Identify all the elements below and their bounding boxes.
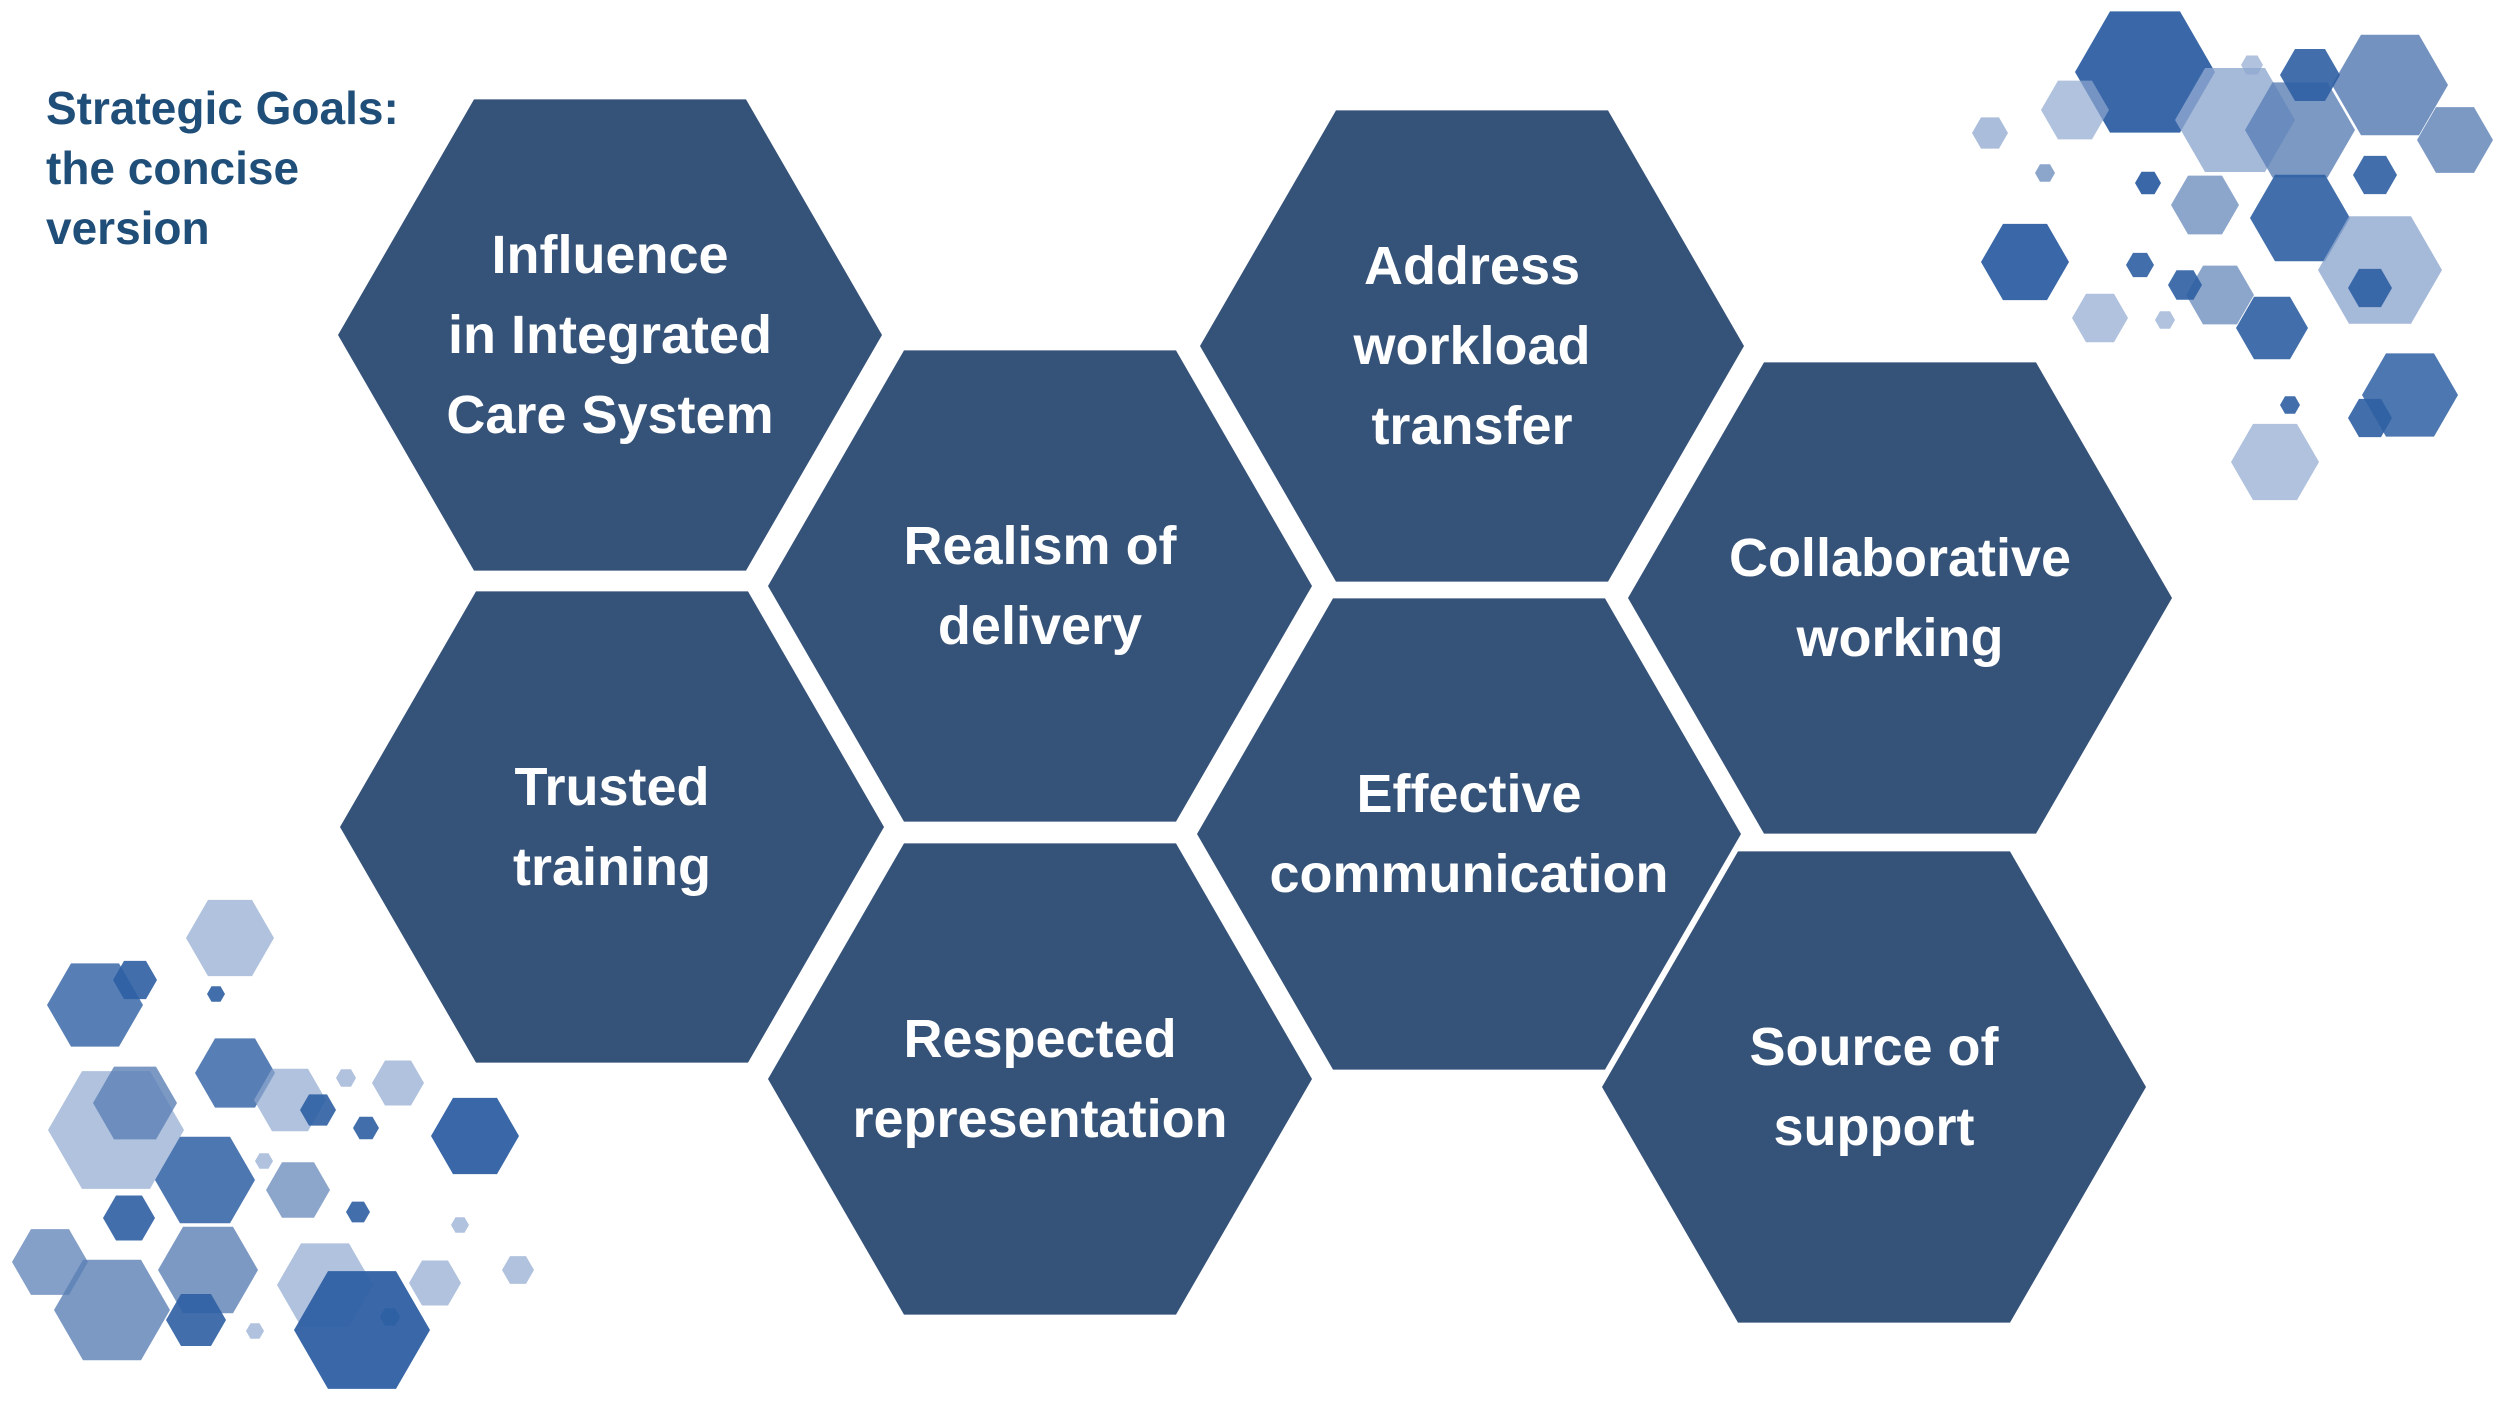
- decorative-hexagon: [54, 1259, 170, 1361]
- decorative-hexagon: [2155, 311, 2175, 329]
- decorative-hexagon: [255, 1153, 273, 1169]
- hexagon-shape: [1602, 851, 2146, 1323]
- decorative-hexagon: [2186, 265, 2254, 325]
- decorative-hexagon: [2231, 423, 2319, 501]
- goal-label-line: working: [1795, 608, 2003, 668]
- decorative-hexagon: [2236, 296, 2308, 360]
- decorative-hexagon: [2171, 175, 2239, 235]
- goal-hexagon-realism: Realism of delivery: [768, 350, 1312, 822]
- goal-hexagon-source: Source of support: [1602, 851, 2146, 1323]
- decorative-hexagon: [266, 1162, 330, 1218]
- decorative-hexagon: [353, 1116, 379, 1140]
- goal-hexagon-respected: Respected representation: [768, 843, 1312, 1315]
- goal-hexagon-workload: Address workload transfer: [1200, 110, 1744, 582]
- decorative-hexagon: [2035, 164, 2055, 182]
- hexagon-shape: [768, 843, 1312, 1315]
- title-line-2: the concise: [46, 142, 300, 194]
- decorative-hexagon-cluster-bottom-left: [12, 899, 534, 1389]
- decorative-hexagon: [186, 899, 274, 977]
- goal-label-line: delivery: [938, 596, 1142, 656]
- decorative-hexagon: [1972, 117, 2008, 149]
- decorative-hexagon: [294, 1271, 430, 1389]
- goal-label-line: Collaborative: [1729, 528, 2071, 588]
- decorative-hexagon: [2075, 11, 2215, 133]
- decorative-hexagon: [336, 1069, 356, 1087]
- goal-label-line: Realism of: [903, 516, 1177, 576]
- decorative-hexagon: [103, 1195, 155, 1241]
- goal-label-line: support: [1774, 1097, 1975, 1157]
- decorative-hexagon: [2348, 268, 2392, 308]
- decorative-hexagon: [372, 1060, 424, 1106]
- goal-label-line: communication: [1269, 844, 1668, 904]
- hexagon-shape: [1628, 362, 2172, 834]
- decorative-hexagon: [2348, 398, 2392, 438]
- hexagon-shape: [1200, 110, 1744, 582]
- goal-label-line: workload: [1352, 316, 1590, 376]
- goal-hexagon-collaborative: Collaborative working: [1628, 362, 2172, 834]
- decorative-hexagon: [2332, 34, 2448, 136]
- hexagon-shape: [768, 350, 1312, 822]
- decorative-hexagon: [2072, 293, 2128, 343]
- goal-label-line: Source of: [1749, 1017, 1999, 1077]
- goal-label-line: Care System: [446, 385, 773, 445]
- hexagon-shape: [338, 99, 882, 571]
- decorative-hexagon: [2280, 49, 2340, 101]
- decorative-hexagon: [113, 960, 157, 1000]
- decorative-hexagon: [12, 1229, 88, 1295]
- diagram-title: Strategic Goals: the concise version: [46, 78, 466, 258]
- decorative-hexagon: [2280, 396, 2300, 414]
- decorative-hexagon: [502, 1256, 534, 1284]
- goal-label-line: training: [513, 837, 711, 897]
- goal-label-line: Trusted: [514, 757, 709, 817]
- decorative-hexagon: [1981, 223, 2069, 301]
- decorative-hexagon: [2126, 252, 2154, 278]
- goal-hexagon-trusted: Trusted training: [340, 591, 884, 1063]
- decorative-hexagon: [2353, 155, 2397, 195]
- decorative-hexagon: [2250, 174, 2350, 262]
- decorative-hexagon: [380, 1308, 400, 1326]
- decorative-hexagon: [2041, 80, 2109, 140]
- goal-label-line: Address: [1364, 236, 1580, 296]
- goal-label-line: transfer: [1371, 396, 1572, 456]
- goal-label-line: representation: [852, 1089, 1227, 1149]
- decorative-hexagon: [155, 1136, 255, 1224]
- decorative-hexagon: [246, 1323, 264, 1339]
- decorative-hexagon: [195, 1038, 275, 1108]
- decorative-hexagon-cluster-top-right: [1972, 11, 2493, 501]
- hexagon-shape: [340, 591, 884, 1063]
- decorative-hexagon: [2135, 171, 2161, 195]
- decorative-hexagon: [451, 1217, 469, 1233]
- title-line-1: Strategic Goals:: [46, 82, 399, 134]
- goal-label-line: Influence: [491, 225, 728, 285]
- decorative-hexagon: [2168, 270, 2202, 300]
- decorative-hexagon: [2417, 107, 2493, 173]
- decorative-hexagon: [431, 1097, 519, 1175]
- decorative-hexagon: [409, 1260, 461, 1306]
- decorative-hexagon: [300, 1094, 336, 1126]
- title-line-3: version: [46, 202, 210, 254]
- decorative-hexagon: [93, 1066, 177, 1140]
- decorative-hexagon: [2241, 55, 2263, 75]
- goal-label-line: Respected: [903, 1009, 1176, 1069]
- hexagon-shape: [1197, 598, 1741, 1070]
- goal-label-line: in Integrated: [448, 305, 772, 365]
- decorative-hexagon: [166, 1294, 226, 1346]
- goal-label-line: Effective: [1356, 764, 1581, 824]
- decorative-hexagon: [2245, 82, 2355, 178]
- goal-hexagon-effective: Effective communication: [1197, 598, 1741, 1070]
- decorative-hexagon: [158, 1226, 258, 1314]
- decorative-hexagon: [346, 1201, 370, 1223]
- decorative-hexagon: [207, 986, 225, 1002]
